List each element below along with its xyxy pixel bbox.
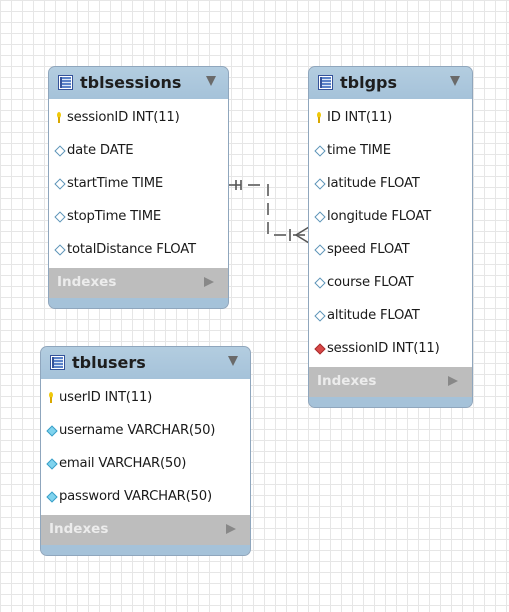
crowfoot-upper [295,226,310,236]
column-row[interactable]: speed FLOAT [309,233,472,266]
column-list: userID INT(11) username VARCHAR(50) emai… [41,379,250,515]
table-tblgps[interactable]: tblgps ID INT(11) time TIME latitude FLO… [308,66,473,408]
diamond-icon [309,209,327,225]
relationship-line [229,184,309,236]
collapse-arrow-icon[interactable] [206,76,216,86]
indexes-label: Indexes [49,521,109,537]
diamond-icon [49,176,67,192]
column-list: ID INT(11) time TIME latitude FLOAT long… [309,99,472,367]
indexes-section[interactable]: Indexes [41,515,250,545]
collapse-arrow-icon[interactable] [450,76,460,86]
table-header[interactable]: tblgps [309,67,472,99]
table-bottom-bar [49,298,228,308]
diamond-icon [49,242,67,258]
column-label: altitude FLOAT [327,308,420,323]
table-icon [50,355,65,370]
table-header[interactable]: tblusers [41,347,250,379]
column-label: username VARCHAR(50) [59,423,216,438]
indexes-label: Indexes [317,373,377,389]
diamond-icon [41,456,59,472]
diamond-icon [309,242,327,258]
column-label: latitude FLOAT [327,176,420,191]
diamond-icon [309,275,327,291]
column-list: sessionID INT(11) date DATE startTime TI… [49,99,228,268]
column-label: sessionID INT(11) [327,341,440,356]
key-icon [49,110,67,126]
table-title: tblsessions [80,73,182,92]
expand-arrow-icon[interactable] [448,376,458,386]
table-header[interactable]: tblsessions [49,67,228,99]
table-bottom-bar [309,397,472,407]
column-label: time TIME [327,143,391,158]
column-row[interactable]: date DATE [49,134,228,167]
table-title: tblusers [72,353,146,372]
key-icon [41,390,59,406]
column-row[interactable]: time TIME [309,134,472,167]
column-row[interactable]: userID INT(11) [41,381,250,414]
column-label: course FLOAT [327,275,414,290]
column-row[interactable]: totalDistance FLOAT [49,233,228,266]
column-label: userID INT(11) [59,390,153,405]
column-row[interactable]: password VARCHAR(50) [41,480,250,513]
indexes-section[interactable]: Indexes [49,268,228,298]
diamond-icon [41,489,59,505]
column-row[interactable]: altitude FLOAT [309,299,472,332]
red-diamond-icon [309,341,327,357]
column-label: stopTime TIME [67,209,162,224]
column-row[interactable]: stopTime TIME [49,200,228,233]
column-label: password VARCHAR(50) [59,489,212,504]
diamond-icon [49,143,67,159]
column-row[interactable]: email VARCHAR(50) [41,447,250,480]
column-label: speed FLOAT [327,242,410,257]
column-label: ID INT(11) [327,110,393,125]
column-label: longitude FLOAT [327,209,431,224]
table-tblsessions[interactable]: tblsessions sessionID INT(11) date DATE … [48,66,229,309]
crowfoot-lower [295,234,310,244]
column-row[interactable]: course FLOAT [309,266,472,299]
column-row[interactable]: username VARCHAR(50) [41,414,250,447]
diamond-icon [309,176,327,192]
column-label: email VARCHAR(50) [59,456,187,471]
column-row[interactable]: sessionID INT(11) [309,332,472,365]
column-row[interactable]: longitude FLOAT [309,200,472,233]
column-row[interactable]: latitude FLOAT [309,167,472,200]
column-label: totalDistance FLOAT [67,242,196,257]
column-row[interactable]: ID INT(11) [309,101,472,134]
table-tblusers[interactable]: tblusers userID INT(11) username VARCHAR… [40,346,251,556]
table-icon [318,75,333,90]
diamond-icon [49,209,67,225]
column-label: sessionID INT(11) [67,110,180,125]
key-icon [309,110,327,126]
indexes-section[interactable]: Indexes [309,367,472,397]
indexes-label: Indexes [57,274,117,290]
expand-arrow-icon[interactable] [204,277,214,287]
column-label: startTime TIME [67,176,164,191]
table-icon [58,75,73,90]
column-row[interactable]: sessionID INT(11) [49,101,228,134]
collapse-arrow-icon[interactable] [228,356,238,366]
table-bottom-bar [41,545,250,555]
column-label: date DATE [67,143,134,158]
expand-arrow-icon[interactable] [226,524,236,534]
diamond-icon [41,423,59,439]
table-title: tblgps [340,73,398,92]
diamond-icon [309,308,327,324]
diamond-icon [309,143,327,159]
column-row[interactable]: startTime TIME [49,167,228,200]
